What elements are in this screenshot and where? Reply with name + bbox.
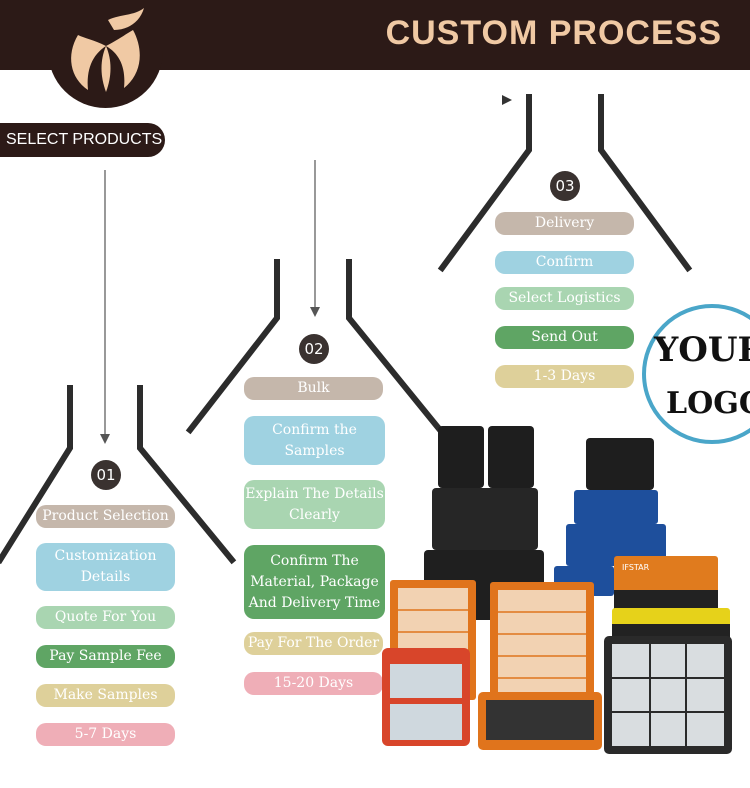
step3-duration: 1-3 Days (495, 365, 634, 388)
arrow-3-head (502, 95, 512, 105)
leaf-logo-icon (71, 8, 144, 92)
step3-delivery: Delivery (495, 212, 634, 235)
step3-confirm: Confirm (495, 251, 634, 274)
arrow-2-head (310, 307, 320, 317)
funnel-1-left (0, 385, 73, 565)
toolbox-illustration: IFSTAR (382, 426, 732, 754)
funnel-2-left (185, 259, 280, 435)
your-logo-badge: YOUR LOGO (642, 304, 750, 444)
step-number-03: 03 (550, 171, 580, 201)
step1-quote-for-you: Quote For You (36, 606, 175, 629)
step1-duration: 5-7 Days (36, 723, 175, 746)
toolbox-product-image: IFSTAR (360, 420, 750, 784)
step1-product-selection: Product Selection (36, 505, 175, 528)
step2-duration: 15-20 Days (244, 672, 383, 695)
step-number-01: 01 (91, 460, 121, 490)
funnel-1-right (137, 385, 237, 565)
step2-confirm-material: Confirm The Material, Package And Delive… (244, 545, 385, 619)
select-products-tag: SELECT PRODUCTS (0, 123, 165, 157)
step3-send-out: Send Out (495, 326, 634, 349)
step2-confirm-samples: Confirm the Samples (244, 416, 385, 465)
brand-logo (48, 0, 163, 108)
step1-make-samples: Make Samples (36, 684, 175, 707)
step-number-02: 02 (299, 334, 329, 364)
step2-bulk: Bulk (244, 377, 383, 400)
your-logo-line1: YOUR (654, 330, 750, 370)
product-brand-label: IFSTAR (622, 563, 650, 572)
step2-explain-details: Explain The Details Clearly (244, 480, 385, 529)
step1-customization-details: Customization Details (36, 543, 175, 591)
your-logo-line2: LOGO (666, 386, 750, 421)
funnel-2-right (346, 259, 445, 435)
page-title: CUSTOM PROCESS (385, 14, 722, 52)
arrow-1-head (100, 434, 110, 444)
step3-select-logistics: Select Logistics (495, 287, 634, 310)
funnel-3-right (598, 94, 693, 273)
funnel-3-left (437, 94, 532, 273)
step2-pay-for-order: Pay For The Order (244, 632, 383, 655)
step1-pay-sample-fee: Pay Sample Fee (36, 645, 175, 668)
